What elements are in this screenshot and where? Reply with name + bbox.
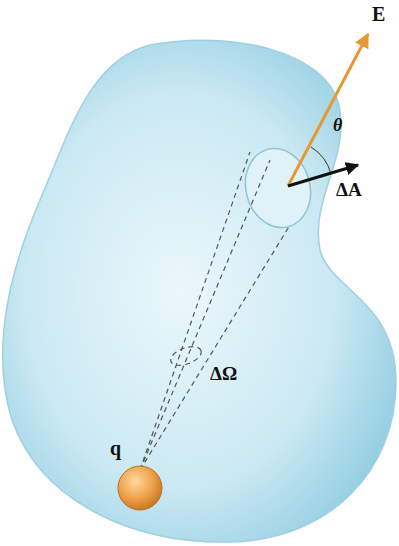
field-vector [288,34,368,186]
charge-label: q [110,438,121,458]
angle-arc [311,147,331,174]
solid-angle-cone [140,152,290,470]
vector-label: ΔA [336,180,362,199]
point-charge [118,466,162,510]
closed-surface [3,40,396,542]
angle-label: θ [333,116,342,134]
vector-label: E [372,4,385,24]
solid-angle-label: ΔΩ [210,364,237,383]
